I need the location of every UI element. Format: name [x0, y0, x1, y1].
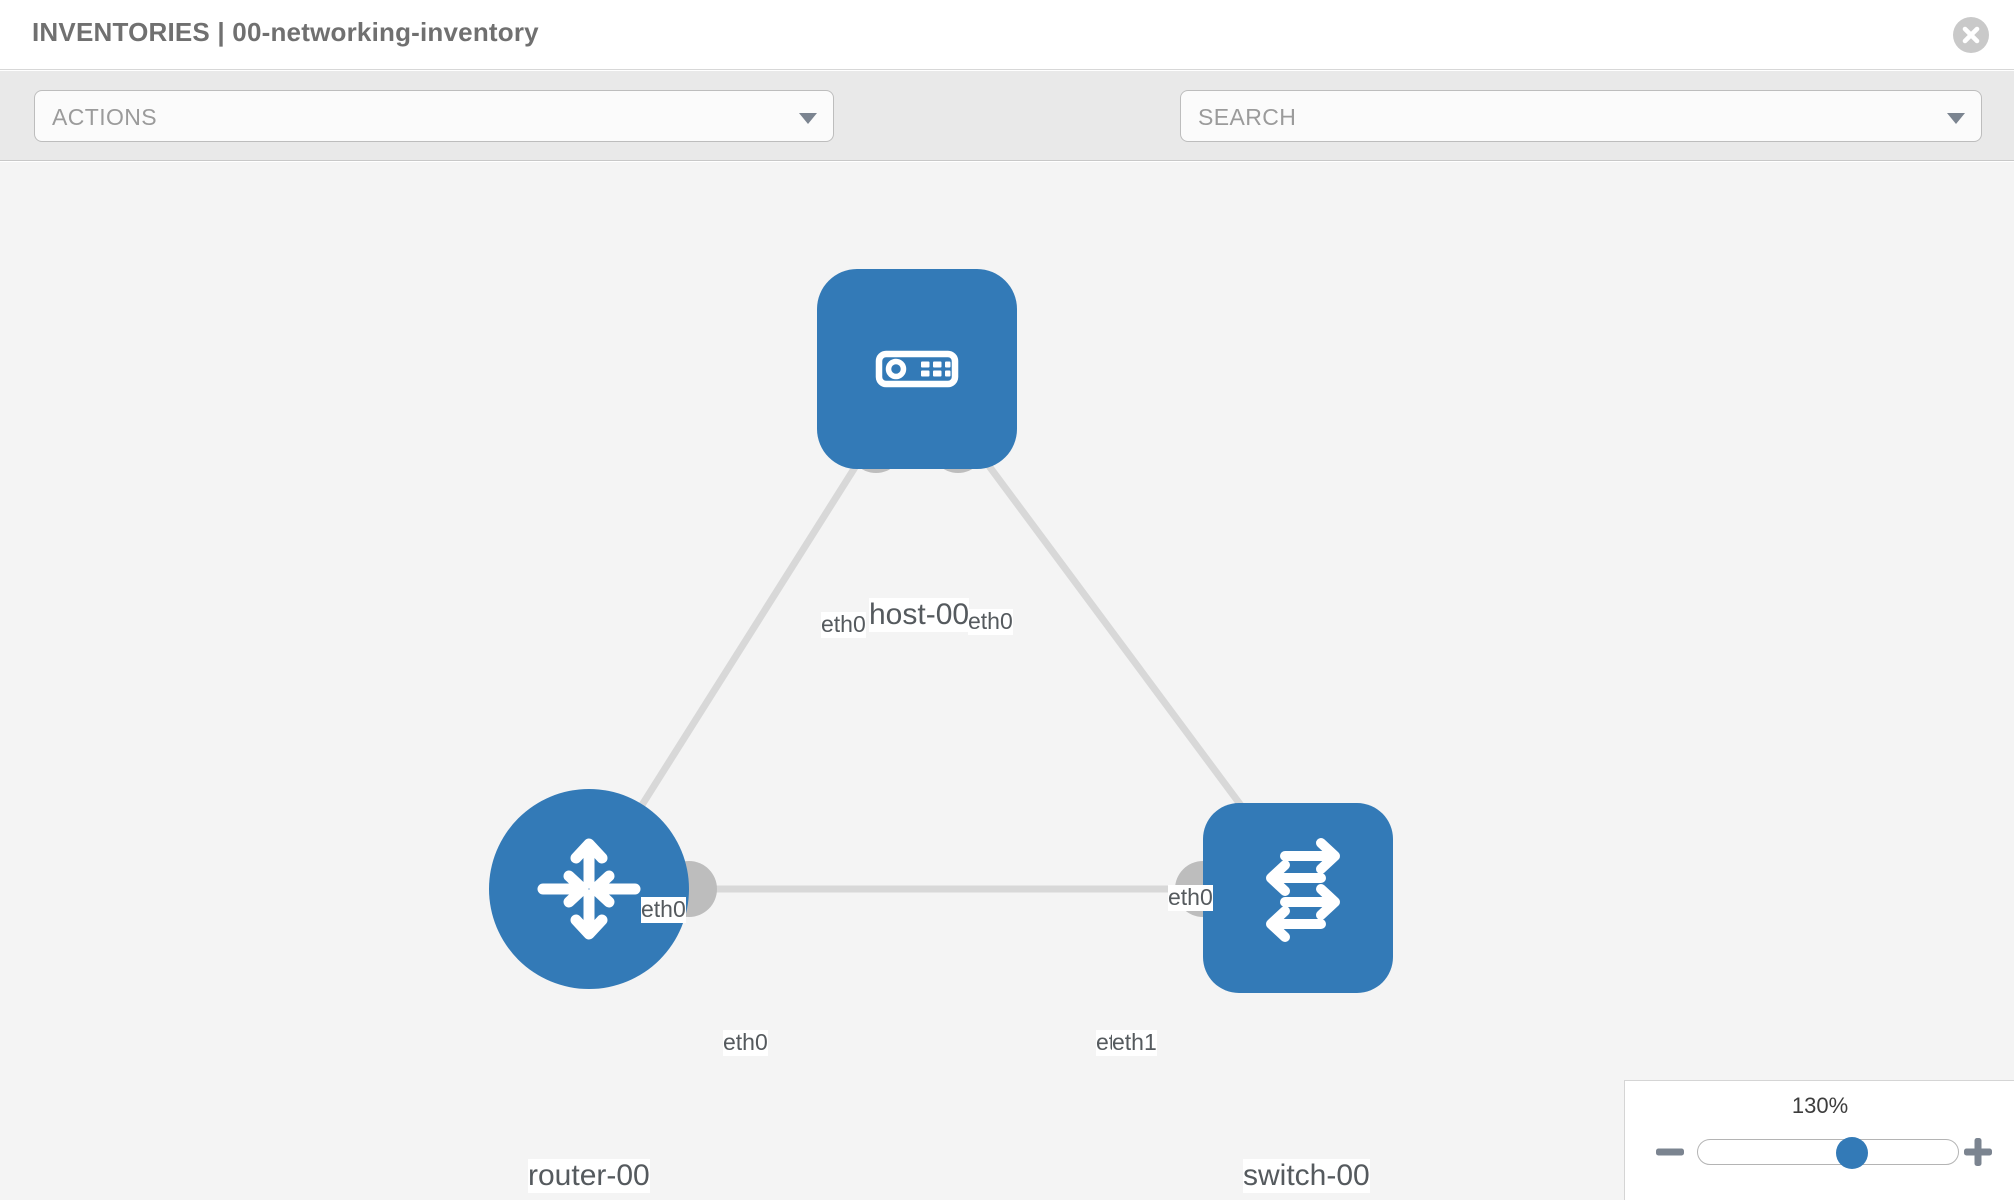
- zoom-slider[interactable]: [1697, 1137, 1959, 1169]
- zoom-out-button[interactable]: [1653, 1135, 1687, 1169]
- interface-label: eth0: [641, 896, 686, 923]
- close-icon[interactable]: [1953, 17, 1989, 53]
- zoom-control: 130%: [1624, 1080, 2014, 1200]
- zoom-level-label: 130%: [1791, 1093, 1849, 1118]
- search-input[interactable]: SEARCH: [1180, 90, 1982, 142]
- chevron-down-icon: [799, 113, 817, 124]
- page-title: INVENTORIES | 00-networking-inventory: [32, 17, 539, 47]
- node-label-host-00: host-00: [869, 598, 970, 632]
- interface-label: eth0: [968, 608, 1013, 635]
- actions-dropdown-label: ACTIONS: [52, 104, 158, 130]
- interface-label: eth0: [1168, 884, 1213, 911]
- node-router-00[interactable]: [489, 789, 689, 989]
- search-placeholder: SEARCH: [1198, 104, 1297, 130]
- interface-label: eth0: [723, 1029, 768, 1056]
- page-header: INVENTORIES | 00-networking-inventory: [0, 0, 2014, 70]
- chevron-down-icon: [1947, 113, 1965, 124]
- node-label-router-00: router-00: [528, 1159, 650, 1193]
- interface-label: eth0: [821, 611, 866, 638]
- actions-dropdown[interactable]: ACTIONS: [34, 90, 834, 142]
- interface-label: eth1: [1112, 1029, 1157, 1056]
- node-host-00[interactable]: [817, 269, 1017, 469]
- node-switch-00[interactable]: [1203, 803, 1393, 993]
- zoom-in-button[interactable]: [1961, 1135, 1995, 1169]
- zoom-slider-thumb[interactable]: [1836, 1137, 1868, 1169]
- toolbar: ACTIONS SEARC: [0, 71, 2014, 200]
- topology-canvas[interactable]: eth0 eth0 host-00 eth0 eth0 eth0 eth0 et…: [0, 162, 2014, 1200]
- topology-graph: [489, 269, 1393, 993]
- node-label-switch-00: switch-00: [1243, 1159, 1370, 1193]
